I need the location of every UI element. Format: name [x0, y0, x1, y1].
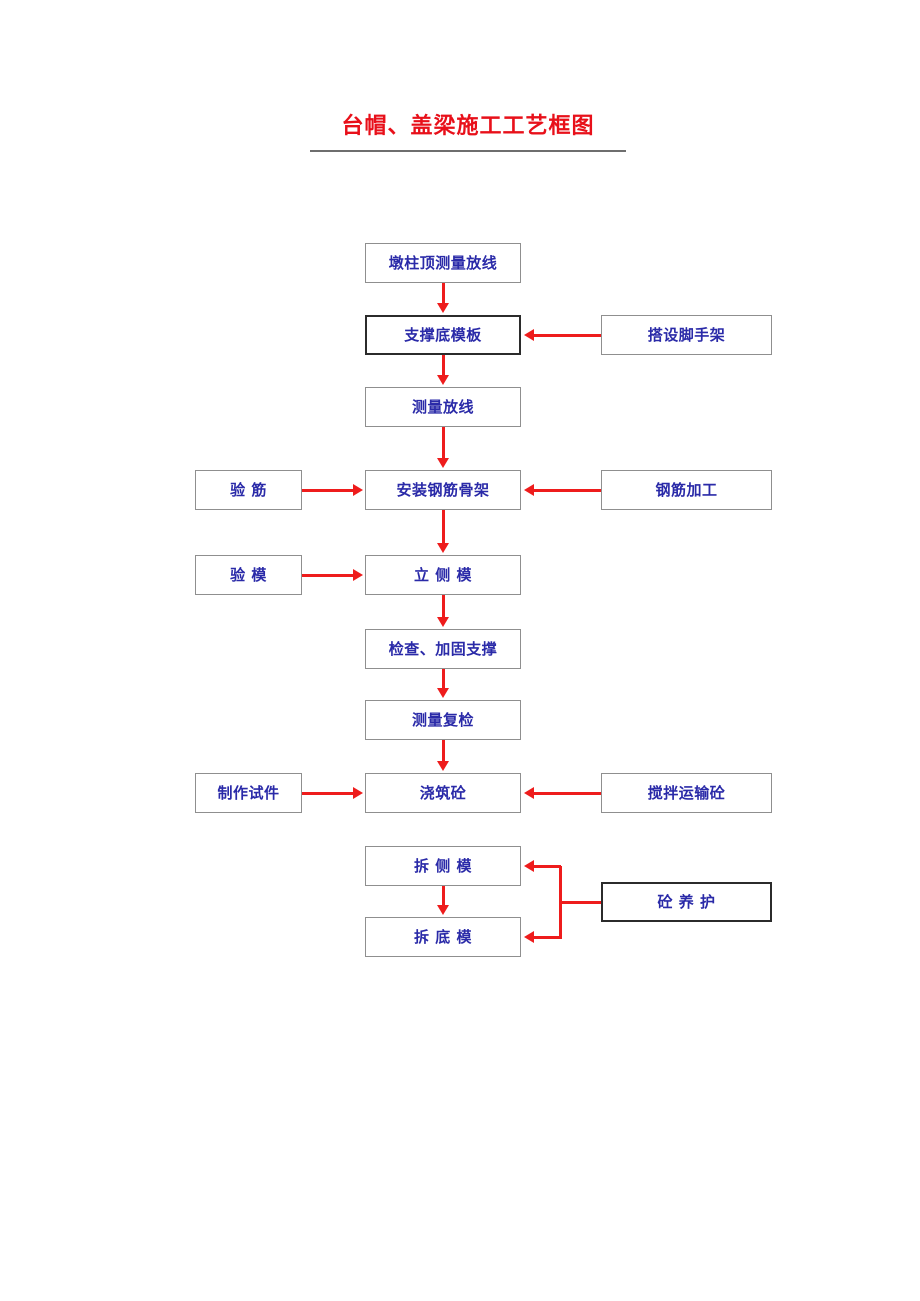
- edge-n9-n10-line: [441, 886, 445, 907]
- edge-r3-n8-arrowhead: [524, 787, 534, 799]
- edge-n6-n7-line: [441, 669, 445, 690]
- edge-l1-n4-arrowhead: [353, 484, 363, 496]
- node-jiaozhu-tong[interactable]: 浇筑砼: [365, 773, 521, 813]
- edge-n5-n6-arrowhead: [437, 617, 449, 627]
- node-celiang-fangxian[interactable]: 测量放线: [365, 387, 521, 427]
- title-underline: [310, 150, 626, 152]
- edge-l3-n8-line: [302, 791, 353, 795]
- node-chai-dimo[interactable]: 拆 底 模: [365, 917, 521, 957]
- edge-r4-n9-line: [534, 864, 561, 868]
- node-jiancha-jiagu-zhicheng[interactable]: 检查、加固支撑: [365, 629, 521, 669]
- node-yan-mo[interactable]: 验 模: [195, 555, 302, 595]
- edge-l2-n5-line: [302, 573, 353, 577]
- edge-r1-n2-arrowhead: [524, 329, 534, 341]
- edge-r4-n10-arrowhead: [524, 931, 534, 943]
- edge-l1-n4-line: [302, 488, 353, 492]
- node-zhizuo-shijian[interactable]: 制作试件: [195, 773, 302, 813]
- node-li-cemo[interactable]: 立 侧 模: [365, 555, 521, 595]
- edge-n1-n2-line: [441, 283, 445, 305]
- edge-r2-n4-arrowhead: [524, 484, 534, 496]
- edge-n5-n6-line: [441, 595, 445, 619]
- edge-r1-n2-line: [534, 333, 601, 337]
- edge-n4-n5-line: [441, 510, 445, 545]
- node-gangjin-jiagong[interactable]: 钢筋加工: [601, 470, 772, 510]
- edge-r4-stem: [560, 900, 601, 904]
- page-title-text: 台帽、盖梁施工工艺框图: [341, 114, 595, 139]
- edge-r3-n8-line: [534, 791, 601, 795]
- node-chai-cemo[interactable]: 拆 侧 模: [365, 846, 521, 886]
- edge-n2-n3-line: [441, 355, 445, 377]
- page-title: 台帽、盖梁施工工艺框图: [310, 112, 626, 142]
- edge-l3-n8-arrowhead: [353, 787, 363, 799]
- edge-n9-n10-arrowhead: [437, 905, 449, 915]
- edge-n7-n8-arrowhead: [437, 761, 449, 771]
- node-yan-jin[interactable]: 验 筋: [195, 470, 302, 510]
- edge-n3-n4-arrowhead: [437, 458, 449, 468]
- node-zhicheng-dimoban[interactable]: 支撑底模板: [365, 315, 521, 355]
- edge-r4-trunk: [558, 866, 562, 939]
- node-anzhuang-gangjin-guja[interactable]: 安装钢筋骨架: [365, 470, 521, 510]
- node-celiang-fujian[interactable]: 测量复检: [365, 700, 521, 740]
- edge-l2-n5-arrowhead: [353, 569, 363, 581]
- edge-r2-n4-line: [534, 488, 601, 492]
- edge-n7-n8-line: [441, 740, 445, 763]
- node-tong-yanghu[interactable]: 砼 养 护: [601, 882, 772, 922]
- edge-r4-n9-arrowhead: [524, 860, 534, 872]
- node-dunzhuding-celiang-fangxian[interactable]: 墩柱顶测量放线: [365, 243, 521, 283]
- edge-n6-n7-arrowhead: [437, 688, 449, 698]
- edge-n3-n4-line: [441, 427, 445, 460]
- node-jiaoban-yunshu-tong[interactable]: 搅拌运输砼: [601, 773, 772, 813]
- edge-n2-n3-arrowhead: [437, 375, 449, 385]
- edge-r4-n10-line: [534, 935, 561, 939]
- edge-n1-n2-arrowhead: [437, 303, 449, 313]
- node-dashe-jiaoshoujia[interactable]: 搭设脚手架: [601, 315, 772, 355]
- edge-n4-n5-arrowhead: [437, 543, 449, 553]
